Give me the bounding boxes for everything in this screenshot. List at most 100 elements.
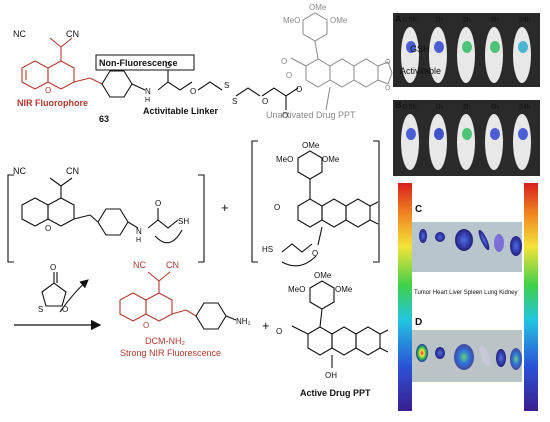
mouse-a-1	[429, 27, 447, 83]
atom-h-top: H	[145, 97, 150, 104]
plus-sign-2: +	[262, 318, 270, 333]
atom-o-lactone-bottom: O	[276, 327, 282, 336]
atom-ome-bottom: OMe	[314, 271, 332, 280]
atom-s2: S	[232, 97, 237, 106]
thiolactone	[41, 272, 67, 307]
mouse-b-1	[429, 114, 447, 170]
atom-meo-mid: MeO	[276, 155, 293, 164]
ppt-drug-top	[290, 12, 393, 111]
time-label-a-1: 1h	[435, 17, 443, 24]
time-label-a-0: 0.5h	[403, 17, 417, 24]
organ-c-spleen	[478, 229, 490, 251]
atom-o-thiolactone: O	[50, 263, 56, 272]
tumor-signal-b-1	[434, 128, 444, 140]
compound-number: 63	[99, 114, 109, 124]
atom-s1: S	[224, 81, 229, 90]
atom-o-ring-top: O	[286, 71, 292, 80]
nir-fluorophore-label: NIR Fluorophore	[17, 98, 88, 108]
color-scale-right	[524, 183, 538, 411]
mouse-b-3	[485, 114, 503, 170]
organ-labels: Tumor Heart Liver Spleen Lung Kidney	[414, 290, 518, 296]
organ-c-kidney	[510, 236, 522, 256]
atom-o-thiolactone-ring: O	[62, 305, 68, 314]
gsh-label: GSH	[410, 44, 430, 54]
atom-h-mid: H	[136, 237, 141, 244]
atom-o-diox1-top: O	[385, 59, 391, 66]
atom-o-carbonyl-mid: O	[155, 199, 161, 208]
mouse-b-4	[513, 114, 531, 170]
active-drug-label: Active Drug PPT	[300, 388, 371, 398]
time-label-a-2: 2h	[463, 17, 471, 24]
organ-d-kidney	[510, 348, 522, 370]
time-label-b-2: 2h	[463, 104, 471, 111]
panel-a	[393, 13, 540, 87]
atom-ome-mid: OMe	[302, 141, 320, 150]
atom-cn-mid: CN	[66, 166, 79, 176]
atom-o-chromene-mid: O	[45, 224, 51, 233]
atom-s-thiolactone: S	[38, 305, 43, 314]
panel-cd	[398, 183, 538, 411]
panel-b	[393, 100, 540, 176]
time-label-b-3: 6h	[491, 104, 499, 111]
activitable-linker-label: Activitable Linker	[143, 106, 219, 116]
atom-n-mid: N	[136, 227, 142, 236]
atom-ome2-mid: OMe	[322, 155, 340, 164]
panel-b-letter: B	[395, 100, 402, 110]
atom-o-ester1: O	[190, 87, 196, 96]
organ-c-tumor	[419, 229, 427, 243]
atom-cn-bottom: CN	[166, 260, 179, 270]
atom-o-chromene-top: O	[45, 86, 51, 95]
organ-c-liver	[455, 229, 473, 251]
tumor-signal-b-3	[490, 128, 500, 140]
atom-o-carbonyl1: O	[165, 61, 171, 70]
atom-sh-mid: SH	[178, 217, 189, 226]
non-fluorescence-label: Non-Fluorescence	[99, 58, 178, 68]
compound-63	[21, 37, 103, 90]
time-label-a-4: 24h	[519, 17, 531, 24]
atom-ome2-top: OMe	[330, 16, 348, 25]
curved-arrow	[59, 279, 89, 313]
atom-meo-top: MeO	[283, 16, 300, 25]
mouse-b-0	[401, 114, 419, 170]
atom-o-diox2-top: O	[385, 85, 391, 92]
plus-sign-1: +	[221, 200, 229, 215]
atom-o-lactone-mid: O	[274, 203, 280, 212]
atom-nc-mid: NC	[13, 166, 26, 176]
organ-d-heart	[435, 347, 445, 359]
intermediate-left	[21, 177, 183, 244]
mouse-b-2	[457, 114, 475, 170]
atom-hs-mid: HS	[262, 245, 273, 254]
atom-oh: OH	[325, 371, 337, 380]
intermediate-right	[281, 150, 379, 267]
atom-o-ester2: O	[262, 97, 268, 106]
organ-d-tumor	[416, 344, 428, 362]
tumor-signal-a-3	[490, 41, 500, 53]
organ-d-lung	[496, 349, 506, 367]
time-label-b-4: 24h	[519, 104, 531, 111]
atom-o-carbonyl2: O	[296, 85, 302, 94]
atom-o-lactone-top: O	[281, 57, 287, 66]
panel-d-letter: D	[415, 317, 422, 328]
unactivated-drug-label: Unactivated Drug PPT	[266, 110, 356, 120]
strong-nir-label: Strong NIR Fluorescence	[120, 348, 221, 358]
atom-o-ester-mid: O	[312, 249, 318, 258]
mouse-a-3	[485, 27, 503, 83]
mouse-a-2	[457, 27, 475, 83]
panel-c-letter: C	[415, 204, 422, 215]
time-label-b-0: 0.5h	[403, 104, 417, 111]
atom-ome-top: OMe	[309, 3, 327, 12]
mouse-a-4	[513, 27, 531, 83]
tumor-signal-b-0	[406, 128, 416, 140]
tumor-signal-b-2	[462, 128, 472, 140]
tumor-signal-b-4	[518, 128, 528, 140]
tumor-signal-a-4	[518, 41, 528, 53]
non-fluorescence-box	[95, 54, 195, 71]
atom-cn-top: CN	[66, 29, 79, 39]
atom-o-chromene-bottom: O	[143, 321, 149, 330]
atom-nc-bottom: NC	[133, 260, 146, 270]
time-label-a-3: 6h	[491, 17, 499, 24]
atom-o-ester3: O	[282, 111, 288, 120]
tumor-signal-a-2	[462, 41, 472, 53]
dcm-nh2-label: DCM-NH₂	[145, 336, 185, 346]
